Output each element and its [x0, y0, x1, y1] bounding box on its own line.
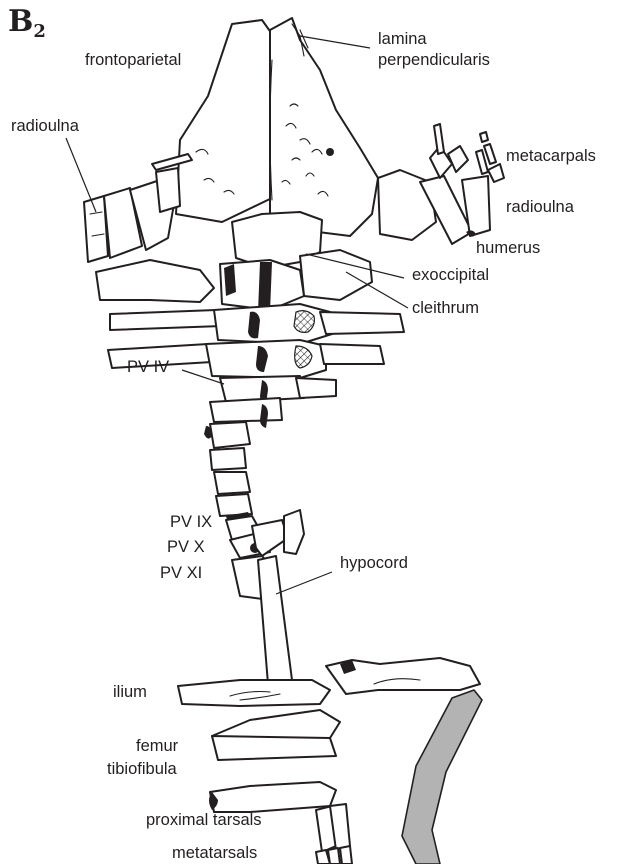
label-hypocord: hypocord — [340, 553, 408, 573]
label-radioulna-left: radioulna — [11, 116, 79, 136]
transverse-process-right — [320, 312, 404, 334]
transverse-process-right — [320, 344, 384, 364]
tibiofibula-right-bone — [402, 690, 482, 864]
frontoparietal-right-bone — [270, 18, 378, 236]
label-ilium: ilium — [113, 682, 147, 702]
ilium-bone — [178, 680, 330, 706]
metacarpal-bone — [434, 124, 444, 154]
skull — [176, 18, 378, 268]
label-pv-ix: PV IX — [170, 512, 212, 532]
leader-hypocord — [276, 572, 332, 594]
metatarsal-bone — [328, 848, 340, 864]
anterior-vertebral-column — [96, 250, 404, 428]
sacral-diapophysis — [284, 510, 304, 554]
hindlimbs — [178, 658, 482, 864]
left-forelimb — [84, 154, 192, 262]
leader-radioulna-left — [66, 138, 96, 212]
label-femur: femur — [136, 736, 178, 756]
label-exoccipital: exoccipital — [412, 265, 489, 285]
leader-lamina — [300, 36, 370, 48]
transverse-process-left — [110, 310, 222, 330]
label-lamina: lamina — [378, 29, 427, 49]
label-radioulna-right: radioulna — [506, 197, 574, 217]
metatarsal-bone — [340, 846, 352, 864]
label-pv-iv: PV IV — [127, 357, 169, 377]
label-metacarpals: metacarpals — [506, 146, 596, 166]
label-pv-xi: PV XI — [160, 563, 202, 583]
urostyle-hypocord — [258, 556, 292, 684]
vertebra-7 — [210, 448, 246, 470]
posterior-vertebral-column — [204, 422, 304, 684]
vertebra-8 — [214, 472, 250, 494]
vertebra-5 — [210, 398, 282, 422]
label-humerus: humerus — [476, 238, 540, 258]
transverse-process-left — [96, 260, 214, 302]
label-cleithrum: cleithrum — [412, 298, 479, 318]
tibiofibula-left-bone — [210, 782, 336, 812]
vertebra-6 — [210, 422, 250, 448]
label-metatarsals: metatarsals — [172, 843, 257, 863]
label-tibiofibula: tibiofibula — [107, 759, 177, 779]
label-perpendicularis: perpendicularis — [378, 50, 490, 70]
label-proximal-tarsals: proximal tarsals — [146, 810, 262, 830]
cleithrum-bone — [300, 250, 372, 300]
label-pv-x: PV X — [167, 537, 205, 557]
right-forelimb — [378, 124, 504, 244]
label-frontoparietal: frontoparietal — [85, 50, 181, 70]
